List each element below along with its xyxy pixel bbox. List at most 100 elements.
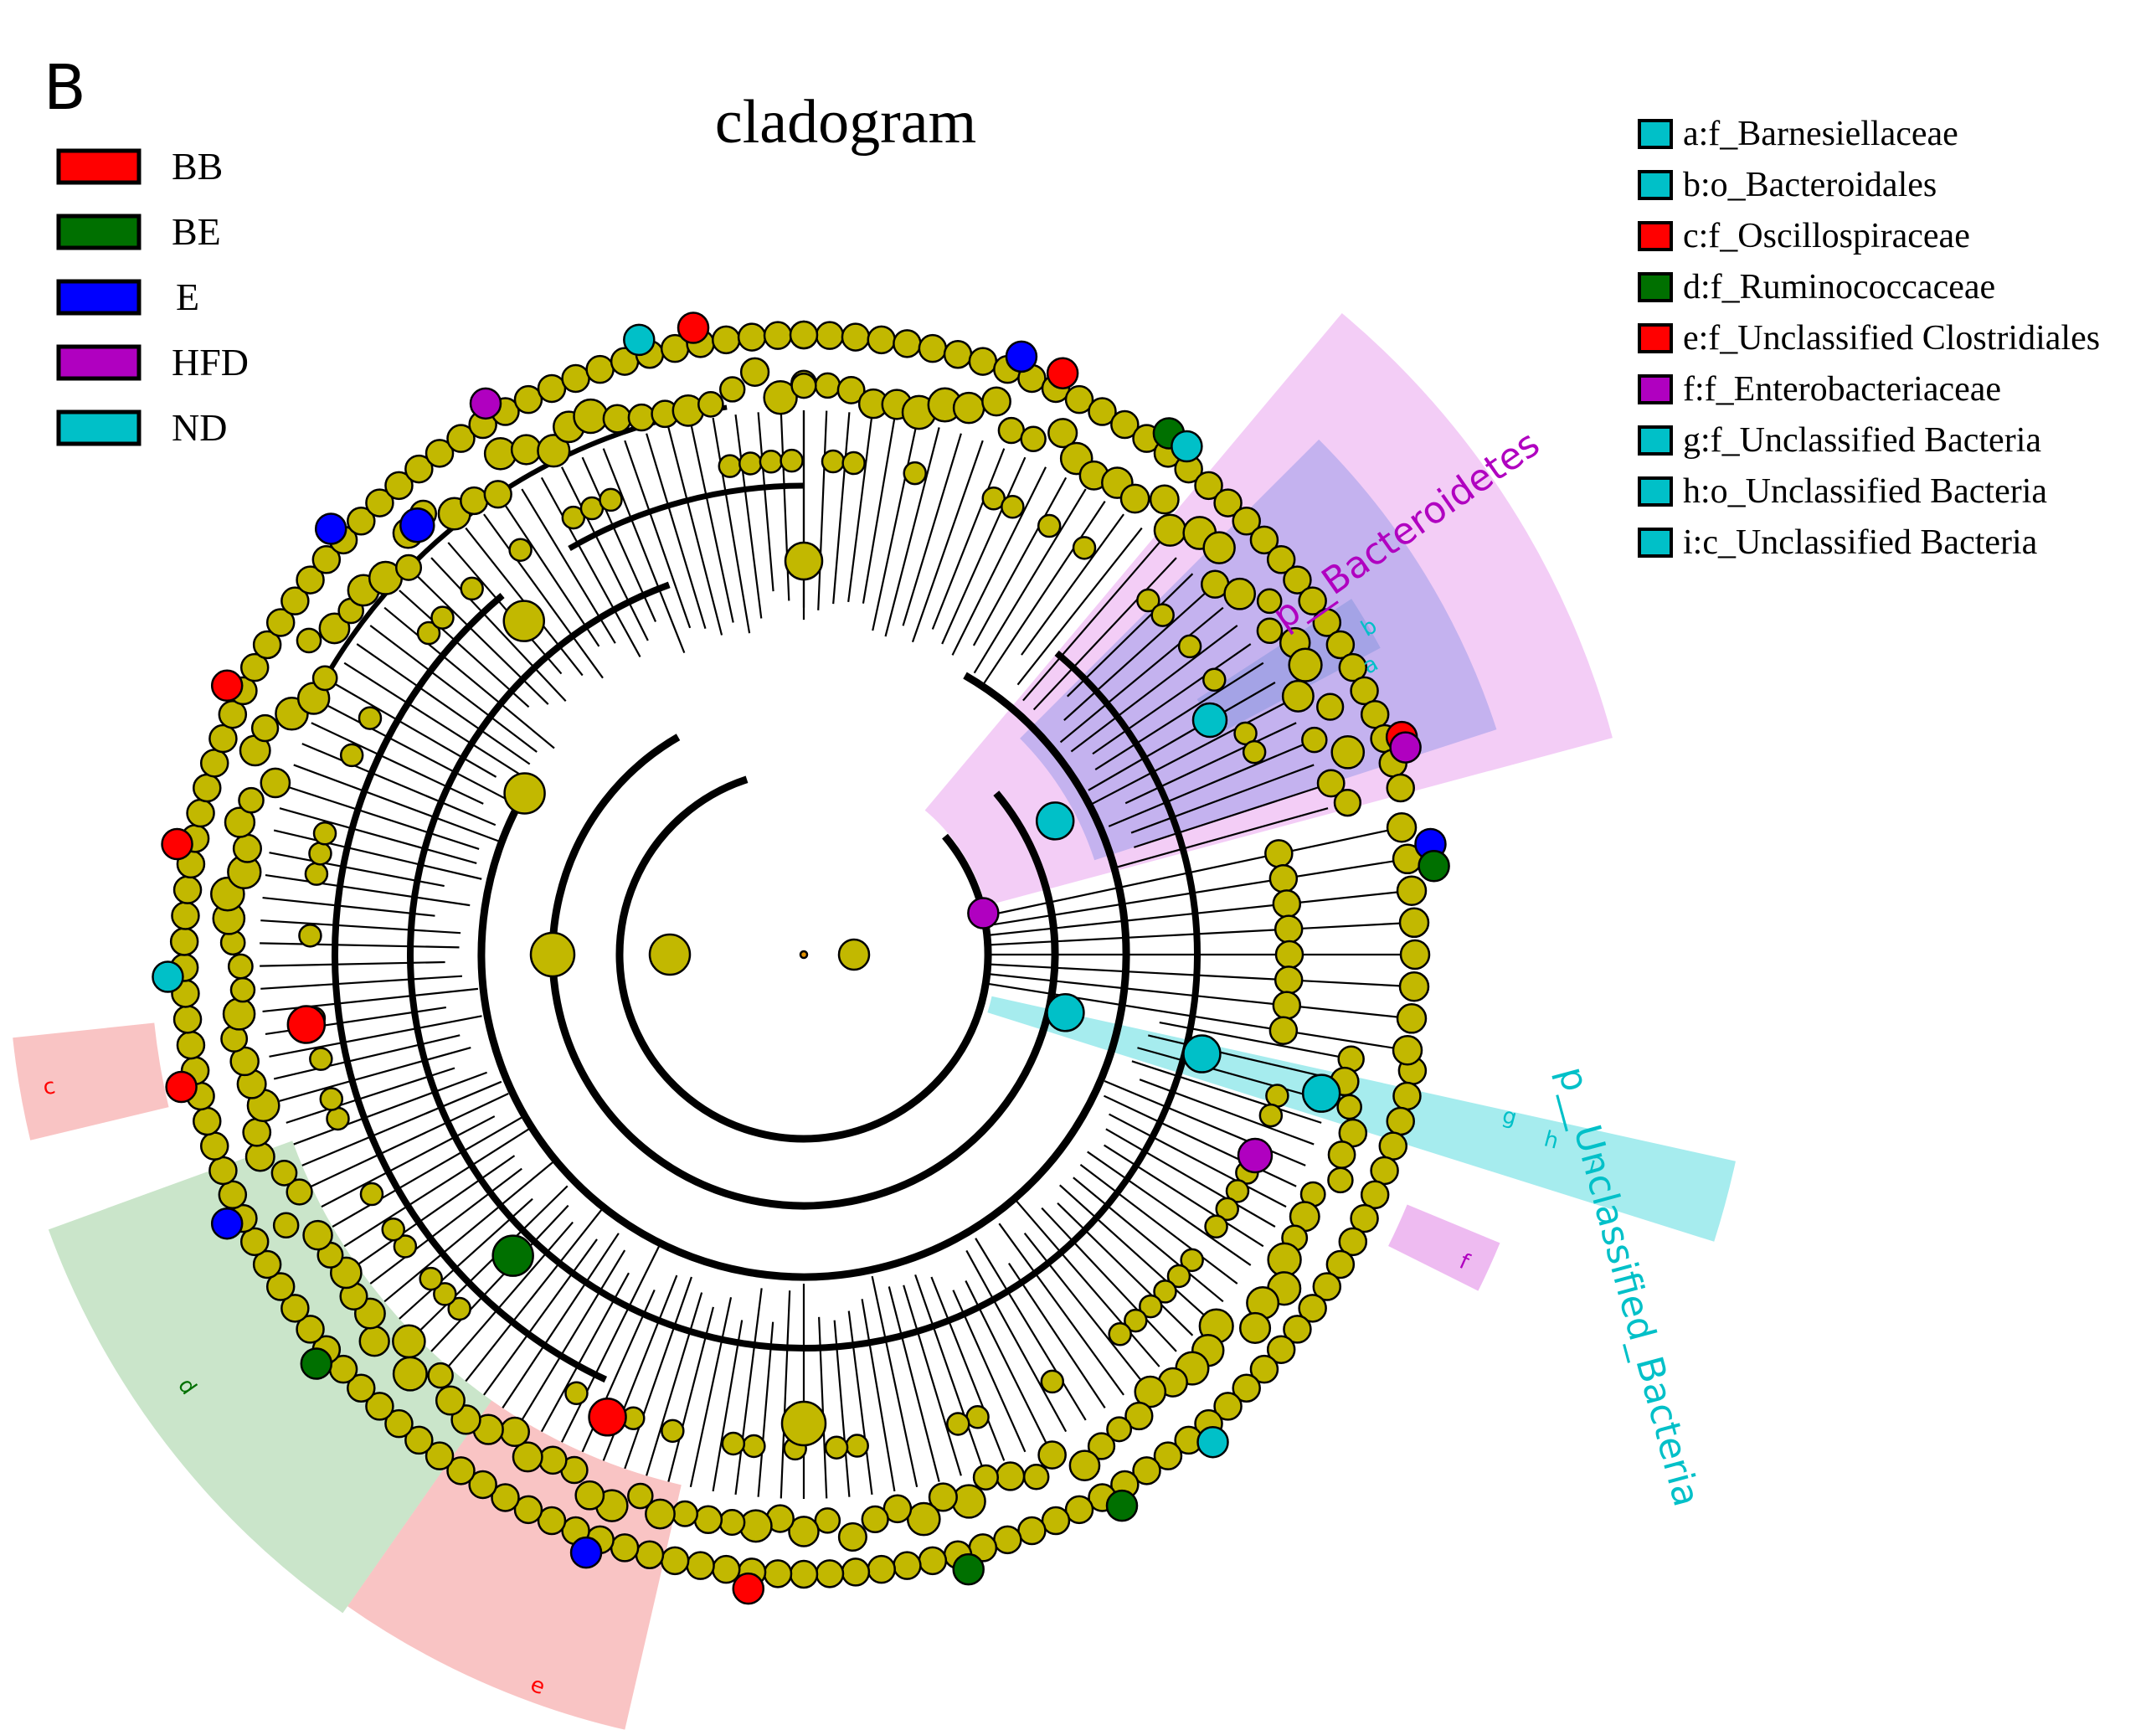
genus-node <box>564 1381 589 1406</box>
significant-leaf-node <box>1171 430 1203 463</box>
legend-item-nd: ND <box>56 406 227 449</box>
leaf-node <box>1238 1311 1272 1345</box>
clade-label-g: g <box>1500 1103 1520 1130</box>
branch-line <box>817 410 828 610</box>
clade-sector-f <box>1388 1204 1500 1291</box>
branch-line <box>540 476 641 657</box>
terminal-node <box>171 901 200 930</box>
terminal-node <box>537 1506 567 1536</box>
genus-node <box>1264 839 1294 868</box>
genus-node <box>1166 1264 1191 1289</box>
terminal-node <box>384 1408 414 1439</box>
genus-node <box>447 1296 471 1321</box>
terminal-node <box>311 545 342 574</box>
branch-line <box>581 456 657 622</box>
branch-line <box>1092 643 1252 755</box>
taxa-legend-item-f: f:f_Enterobacteriaceae <box>1638 370 2001 409</box>
genus-node <box>1001 495 1025 519</box>
terminal-node <box>893 329 922 358</box>
terminal-node <box>491 1483 520 1512</box>
branch-line <box>871 1275 918 1488</box>
branch-line <box>1015 1200 1160 1367</box>
genus-node <box>1258 1103 1284 1128</box>
taxa-swatch-e <box>1638 323 1673 353</box>
leaf-node <box>311 665 338 692</box>
branch-line <box>1137 1047 1329 1102</box>
genus-node <box>599 487 623 512</box>
genus-node <box>742 1434 766 1459</box>
terminal-node <box>1396 1003 1428 1034</box>
taxa-label-e: e:f_Unclassified Clostridiales <box>1683 319 2100 358</box>
branch-line <box>1070 625 1238 753</box>
branch-line <box>780 410 790 601</box>
taxa-swatch-d <box>1638 272 1673 302</box>
branch-line <box>430 1204 569 1352</box>
branch-line <box>1134 785 1322 848</box>
branch-line <box>465 1207 605 1382</box>
taxa-label-a: a:f_Barnesiellaceae <box>1683 115 1958 153</box>
branch-line <box>260 919 461 935</box>
terminal-node <box>1338 652 1368 682</box>
genus-node <box>381 1217 405 1242</box>
leaf-node <box>928 1482 958 1512</box>
leaf-node <box>227 953 254 980</box>
branch-line <box>1139 1079 1315 1146</box>
branch-line <box>1109 1113 1287 1208</box>
taxa-legend-item-i: i:c_Unclassified Bacteria <box>1638 523 2038 562</box>
terminal-node <box>1378 1131 1408 1161</box>
taxa-legend-item-a: a:f_Barnesiellaceae <box>1638 115 1958 153</box>
branch-line <box>983 825 1411 918</box>
branch-line <box>998 1223 1124 1396</box>
family-node-bottom <box>780 1400 827 1447</box>
terminal-node <box>265 1272 296 1301</box>
branch-line <box>502 1233 620 1409</box>
branch-line <box>780 1290 791 1499</box>
terminal-node <box>239 1227 270 1257</box>
genus-node <box>1225 1179 1250 1203</box>
taxa-label-c: c:f_Oscillospiraceae <box>1683 217 1970 255</box>
leaf-node <box>836 375 866 404</box>
genus-node <box>1274 940 1304 970</box>
leaf-node <box>510 434 543 466</box>
terminal-node <box>425 1441 455 1470</box>
leaf-node <box>951 1484 986 1519</box>
clade-label-c: c <box>41 1074 57 1100</box>
terminal-node <box>193 1106 222 1136</box>
branch-line <box>757 1321 774 1497</box>
terminal-node <box>172 875 203 904</box>
taxa-legend-item-b: b:o_Bacteroidales <box>1638 166 1937 204</box>
leaf-node <box>1333 789 1362 817</box>
branch-line <box>356 643 531 765</box>
leaf-node <box>981 386 1011 417</box>
terminal-node <box>1266 1335 1296 1364</box>
leaf-node <box>1316 769 1346 798</box>
branch-line <box>847 1310 873 1496</box>
branch-line <box>903 1285 962 1476</box>
terminal-node <box>347 506 376 536</box>
genus-node <box>845 1434 869 1458</box>
genus-node <box>841 451 866 476</box>
branch-line <box>414 1185 569 1336</box>
significant-leaf-node <box>569 1536 603 1569</box>
significant-leaf-node <box>1196 1425 1229 1459</box>
branch-line <box>884 427 940 637</box>
branch-line <box>1067 573 1194 698</box>
terminal-node <box>172 1005 203 1034</box>
terminal-node <box>186 798 215 828</box>
branch-line <box>646 433 707 630</box>
terminal-node <box>1064 384 1094 414</box>
terminal-node <box>968 347 998 376</box>
clade-sector-c <box>13 1022 169 1140</box>
terminal-node <box>1370 1156 1399 1186</box>
genus-node <box>339 743 364 768</box>
terminal-node <box>384 471 414 501</box>
leaf-node <box>392 1356 428 1392</box>
leaf-node <box>270 1159 298 1187</box>
leaf-node <box>1288 647 1323 682</box>
leaf-node <box>1267 1242 1302 1278</box>
genus-node <box>1108 1322 1132 1346</box>
leaf-node <box>302 1219 333 1251</box>
leaf-node <box>358 1326 390 1357</box>
genus-node <box>508 538 533 562</box>
